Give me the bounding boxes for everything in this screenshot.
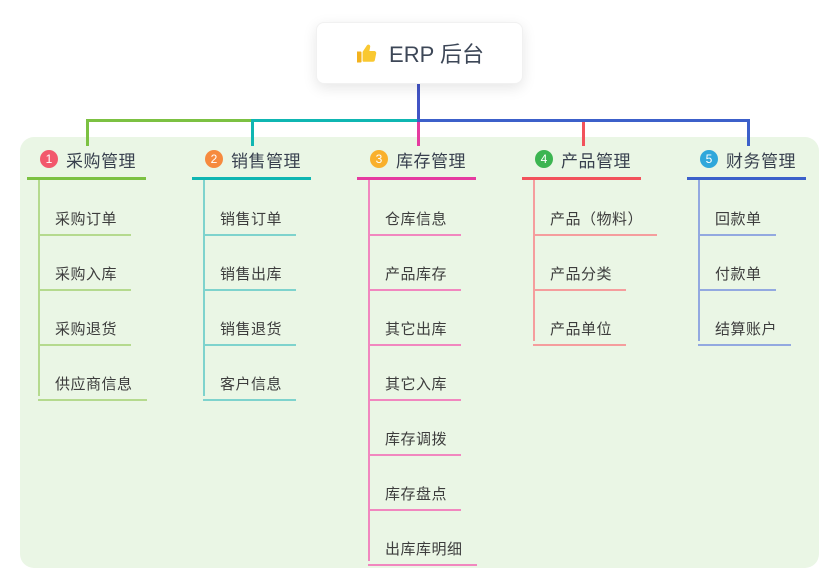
branch-child-connector [368,180,370,561]
branch-title-label: 产品管理 [561,151,631,171]
branch-underline [357,177,476,180]
connector-drop-purchase [86,119,89,146]
child-topic[interactable]: 客户信息 [203,364,297,401]
branch-child-connector [38,180,40,396]
branch-inventory-title[interactable]: 3 库存管理 [370,147,466,171]
child-topic[interactable]: 结算账户 [698,309,792,346]
root-topic-label: ERP 后台 [389,42,484,67]
child-topic[interactable]: 付款单 [698,254,776,291]
child-topic[interactable]: 销售出库 [203,254,297,291]
branch-underline [687,177,806,180]
child-topic[interactable]: 仓库信息 [368,199,462,236]
child-topic[interactable]: 产品单位 [533,309,627,346]
root-connector-vertical [417,84,420,121]
branch-child-connector [698,180,700,341]
branch-product-title[interactable]: 4 产品管理 [535,147,631,171]
connector-drop-inventory [417,122,420,146]
branch-title-label: 销售管理 [231,151,301,171]
connector-drop-sales [251,119,254,146]
branch-number-badge: 1 [40,150,58,168]
child-topic[interactable]: 采购入库 [38,254,132,291]
child-topic[interactable]: 销售订单 [203,199,297,236]
branch-child-connector [203,180,205,396]
branch-number-badge: 2 [205,150,223,168]
child-topic[interactable]: 供应商信息 [38,364,147,401]
branch-purchase-title[interactable]: 1 采购管理 [40,147,136,171]
child-topic[interactable]: 销售退货 [203,309,297,346]
connector-drop-product [582,122,585,146]
connector-horizontal-purchase [87,119,254,122]
child-topic[interactable]: 采购订单 [38,199,132,236]
child-topic[interactable]: 采购退货 [38,309,132,346]
child-topic[interactable]: 库存调拨 [368,419,462,456]
branch-sales-title[interactable]: 2 销售管理 [205,147,301,171]
branch-child-connector [533,180,535,341]
canvas-panel [20,137,819,568]
branch-title-label: 采购管理 [66,151,136,171]
branch-number-badge: 5 [700,150,718,168]
thumbs-up-icon [355,41,379,65]
branch-underline [27,177,146,180]
connector-horizontal-sales [251,119,419,122]
connector-horizontal-finance [417,119,750,122]
connector-drop-finance [747,119,750,146]
child-topic[interactable]: 回款单 [698,199,776,236]
child-topic[interactable]: 其它出库 [368,309,462,346]
child-topic[interactable]: 其它入库 [368,364,462,401]
branch-title-label: 财务管理 [726,151,796,171]
branch-finance-title[interactable]: 5 财务管理 [700,147,796,171]
branch-underline [192,177,311,180]
child-topic[interactable]: 库存盘点 [368,474,462,511]
child-topic[interactable]: 出库库明细 [368,529,477,566]
child-topic[interactable]: 产品库存 [368,254,462,291]
branch-underline [522,177,641,180]
branch-number-badge: 4 [535,150,553,168]
root-topic[interactable]: ERP 后台 [316,22,523,84]
branch-number-badge: 3 [370,150,388,168]
branch-title-label: 库存管理 [396,151,466,171]
child-topic[interactable]: 产品分类 [533,254,627,291]
child-topic[interactable]: 产品（物料） [533,199,658,236]
